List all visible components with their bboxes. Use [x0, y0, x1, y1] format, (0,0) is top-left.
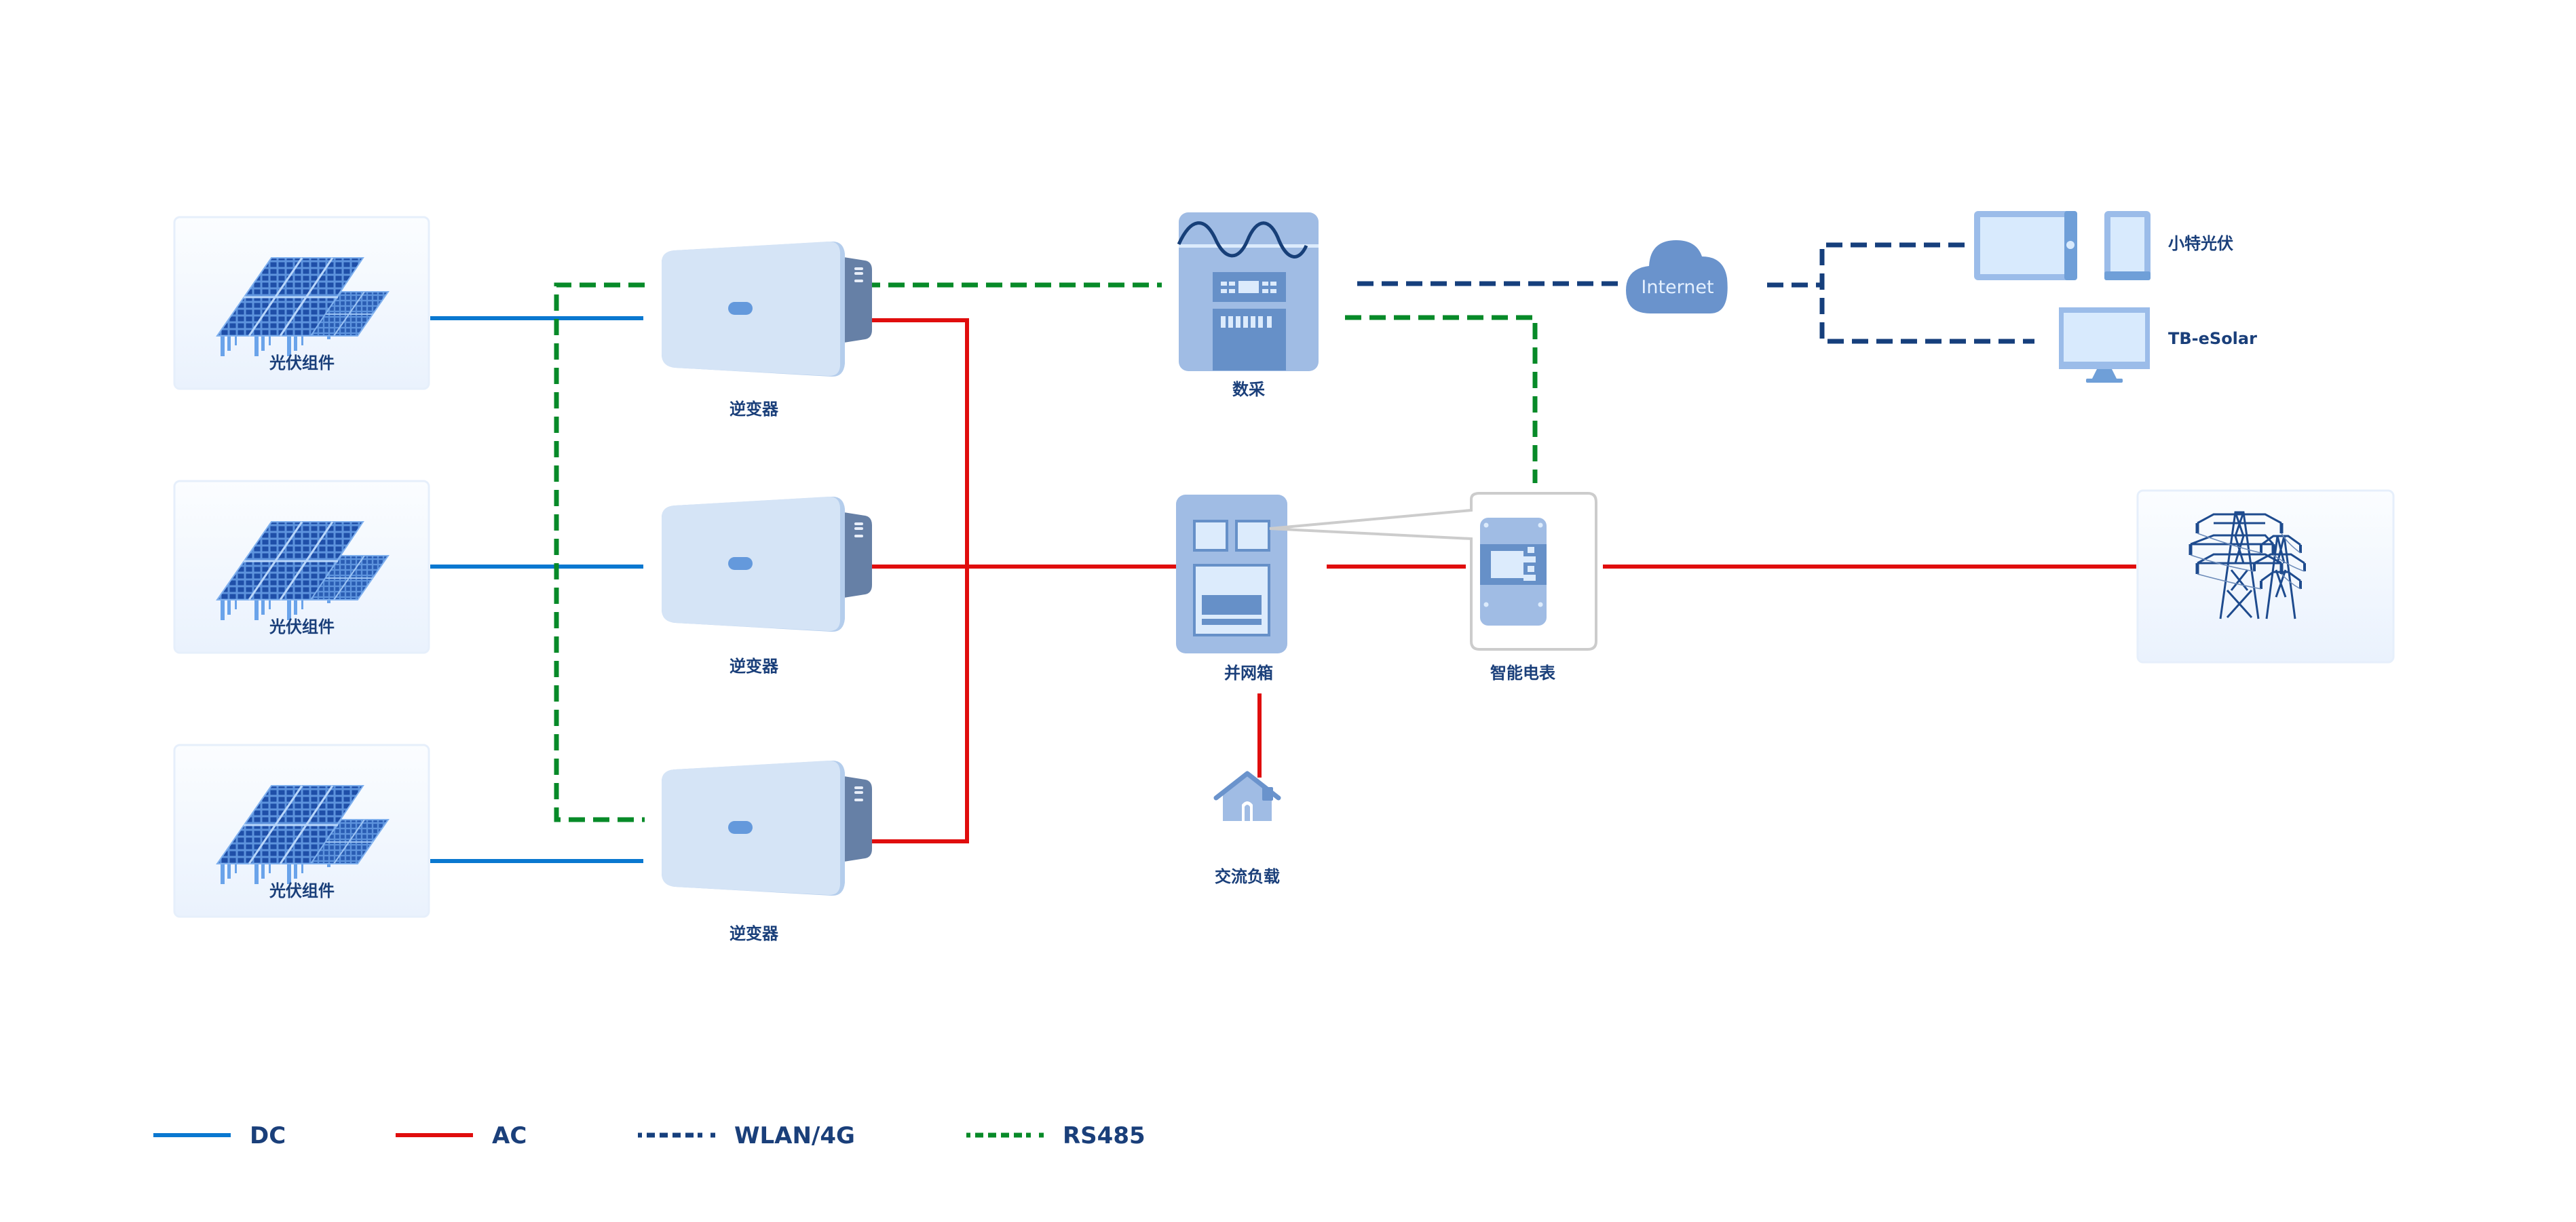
- monitor-icon: [2059, 307, 2150, 383]
- legend: DC AC WLAN/4G RS485: [153, 1122, 1145, 1149]
- inverter-icon: [662, 760, 872, 896]
- app-xiaote: 小特光伏: [1974, 211, 2233, 280]
- pv-module-2: 光伏组件: [173, 480, 430, 654]
- connections: [430, 242, 2136, 863]
- grid-box-label: 并网箱: [1224, 664, 1273, 683]
- rs485-inverter-bus: [554, 282, 645, 822]
- datalogger-label: 数采: [1232, 380, 1265, 399]
- house-icon: [1213, 771, 1281, 821]
- datalogger: 数采: [1177, 212, 1319, 399]
- rs485-datalogger-to-meter: [1345, 315, 1538, 483]
- ac-inverter1: [864, 318, 969, 843]
- app-tb-esolar: TB-eSolar: [2059, 307, 2257, 383]
- cloud-icon: [1626, 240, 1728, 313]
- app-label: 小特光伏: [2168, 234, 2233, 253]
- legend-label-rs485: RS485: [1063, 1122, 1145, 1149]
- pv-module-1: 光伏组件: [173, 216, 430, 390]
- tablet-phone-icon: [1974, 211, 2151, 280]
- smart-meter-label: 智能电表: [1490, 664, 1556, 683]
- legend-item-wlan: WLAN/4G: [638, 1122, 855, 1149]
- ac-load: 交流负载: [1213, 771, 1281, 886]
- internet-label: Internet: [1641, 277, 1713, 298]
- pv-module-3: 光伏组件: [173, 744, 430, 918]
- pv-label: 光伏组件: [269, 617, 335, 636]
- inverter-label: 逆变器: [730, 400, 779, 419]
- inverter-icon: [662, 241, 872, 377]
- datalogger-icon: [1177, 212, 1319, 371]
- inverter-2: 逆变器: [662, 496, 872, 676]
- transmission-tower-icon: [2189, 511, 2306, 619]
- ac-load-label: 交流负载: [1215, 867, 1280, 886]
- inverter-1: 逆变器: [662, 241, 872, 419]
- inverter-label: 逆变器: [730, 924, 779, 943]
- pv-label: 光伏组件: [269, 881, 335, 900]
- legend-label-ac: AC: [492, 1122, 527, 1149]
- internet-node: Internet: [1626, 240, 1728, 313]
- smart-meter-icon: [1480, 518, 1547, 626]
- wlan-apps-branch: [1819, 242, 2034, 344]
- legend-item-rs485: RS485: [966, 1122, 1145, 1149]
- power-grid: [2136, 489, 2395, 664]
- grid-box-icon: [1176, 495, 1287, 653]
- legend-item-ac: AC: [396, 1122, 527, 1149]
- smart-meter: 智能电表: [1269, 492, 1597, 683]
- inverter-icon: [662, 496, 872, 632]
- grid-box: 并网箱: [1176, 495, 1287, 683]
- meter-callout: [1269, 492, 1597, 651]
- pv-label: 光伏组件: [269, 354, 335, 373]
- inverter-3: 逆变器: [662, 760, 872, 943]
- legend-item-dc: DC: [153, 1122, 286, 1149]
- legend-label-wlan: WLAN/4G: [734, 1122, 855, 1149]
- app-label: TB-eSolar: [2168, 329, 2257, 348]
- legend-label-dc: DC: [250, 1122, 286, 1149]
- inverter-label: 逆变器: [730, 657, 779, 676]
